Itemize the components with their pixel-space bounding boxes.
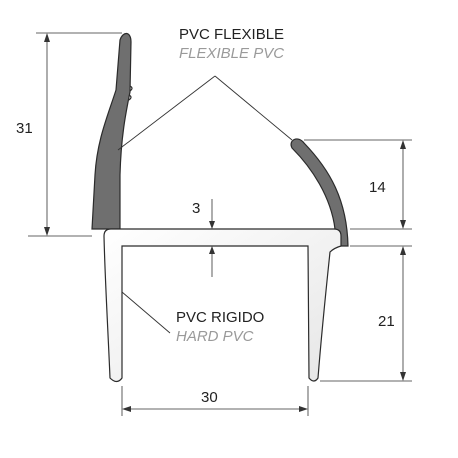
arrow-right-lower-bottom: [400, 372, 406, 381]
arrow-thickness-upper: [209, 221, 215, 229]
leader-rigid: [121, 291, 171, 334]
label-flexible-main: PVC FLEXIBLE: [179, 26, 284, 43]
arrow-right-upper-top: [400, 140, 406, 149]
rigid-u-channel: [103, 228, 342, 383]
dim-label-height-right: 14: [369, 179, 386, 196]
leader-flexible-right: [214, 75, 293, 141]
label-rigid-sub: HARD PVC: [176, 328, 254, 345]
dim-label-height-left: 31: [16, 120, 33, 137]
dim-label-height-leg: 21: [378, 313, 395, 330]
flexible-left-lip: [91, 32, 132, 230]
arrow-thickness-lower: [209, 246, 215, 254]
arrow-right-lower-top: [400, 246, 406, 255]
label-rigid-main: PVC RIGIDO: [176, 309, 264, 326]
flexible-right-lip: [290, 138, 349, 247]
arrow-right-upper-bottom: [400, 220, 406, 229]
arrow-left-top: [44, 33, 50, 42]
arrow-left-bottom: [44, 227, 50, 236]
lip-nub-lower: [128, 94, 132, 101]
dim-label-thickness: 3: [192, 200, 200, 217]
label-flexible-sub: FLEXIBLE PVC: [179, 45, 284, 62]
leader-flexible-left: [117, 75, 216, 151]
arrow-bottom-left: [122, 406, 131, 412]
arrow-bottom-right: [299, 406, 308, 412]
dim-label-width: 30: [201, 389, 218, 406]
lip-nub-upper: [129, 85, 133, 92]
